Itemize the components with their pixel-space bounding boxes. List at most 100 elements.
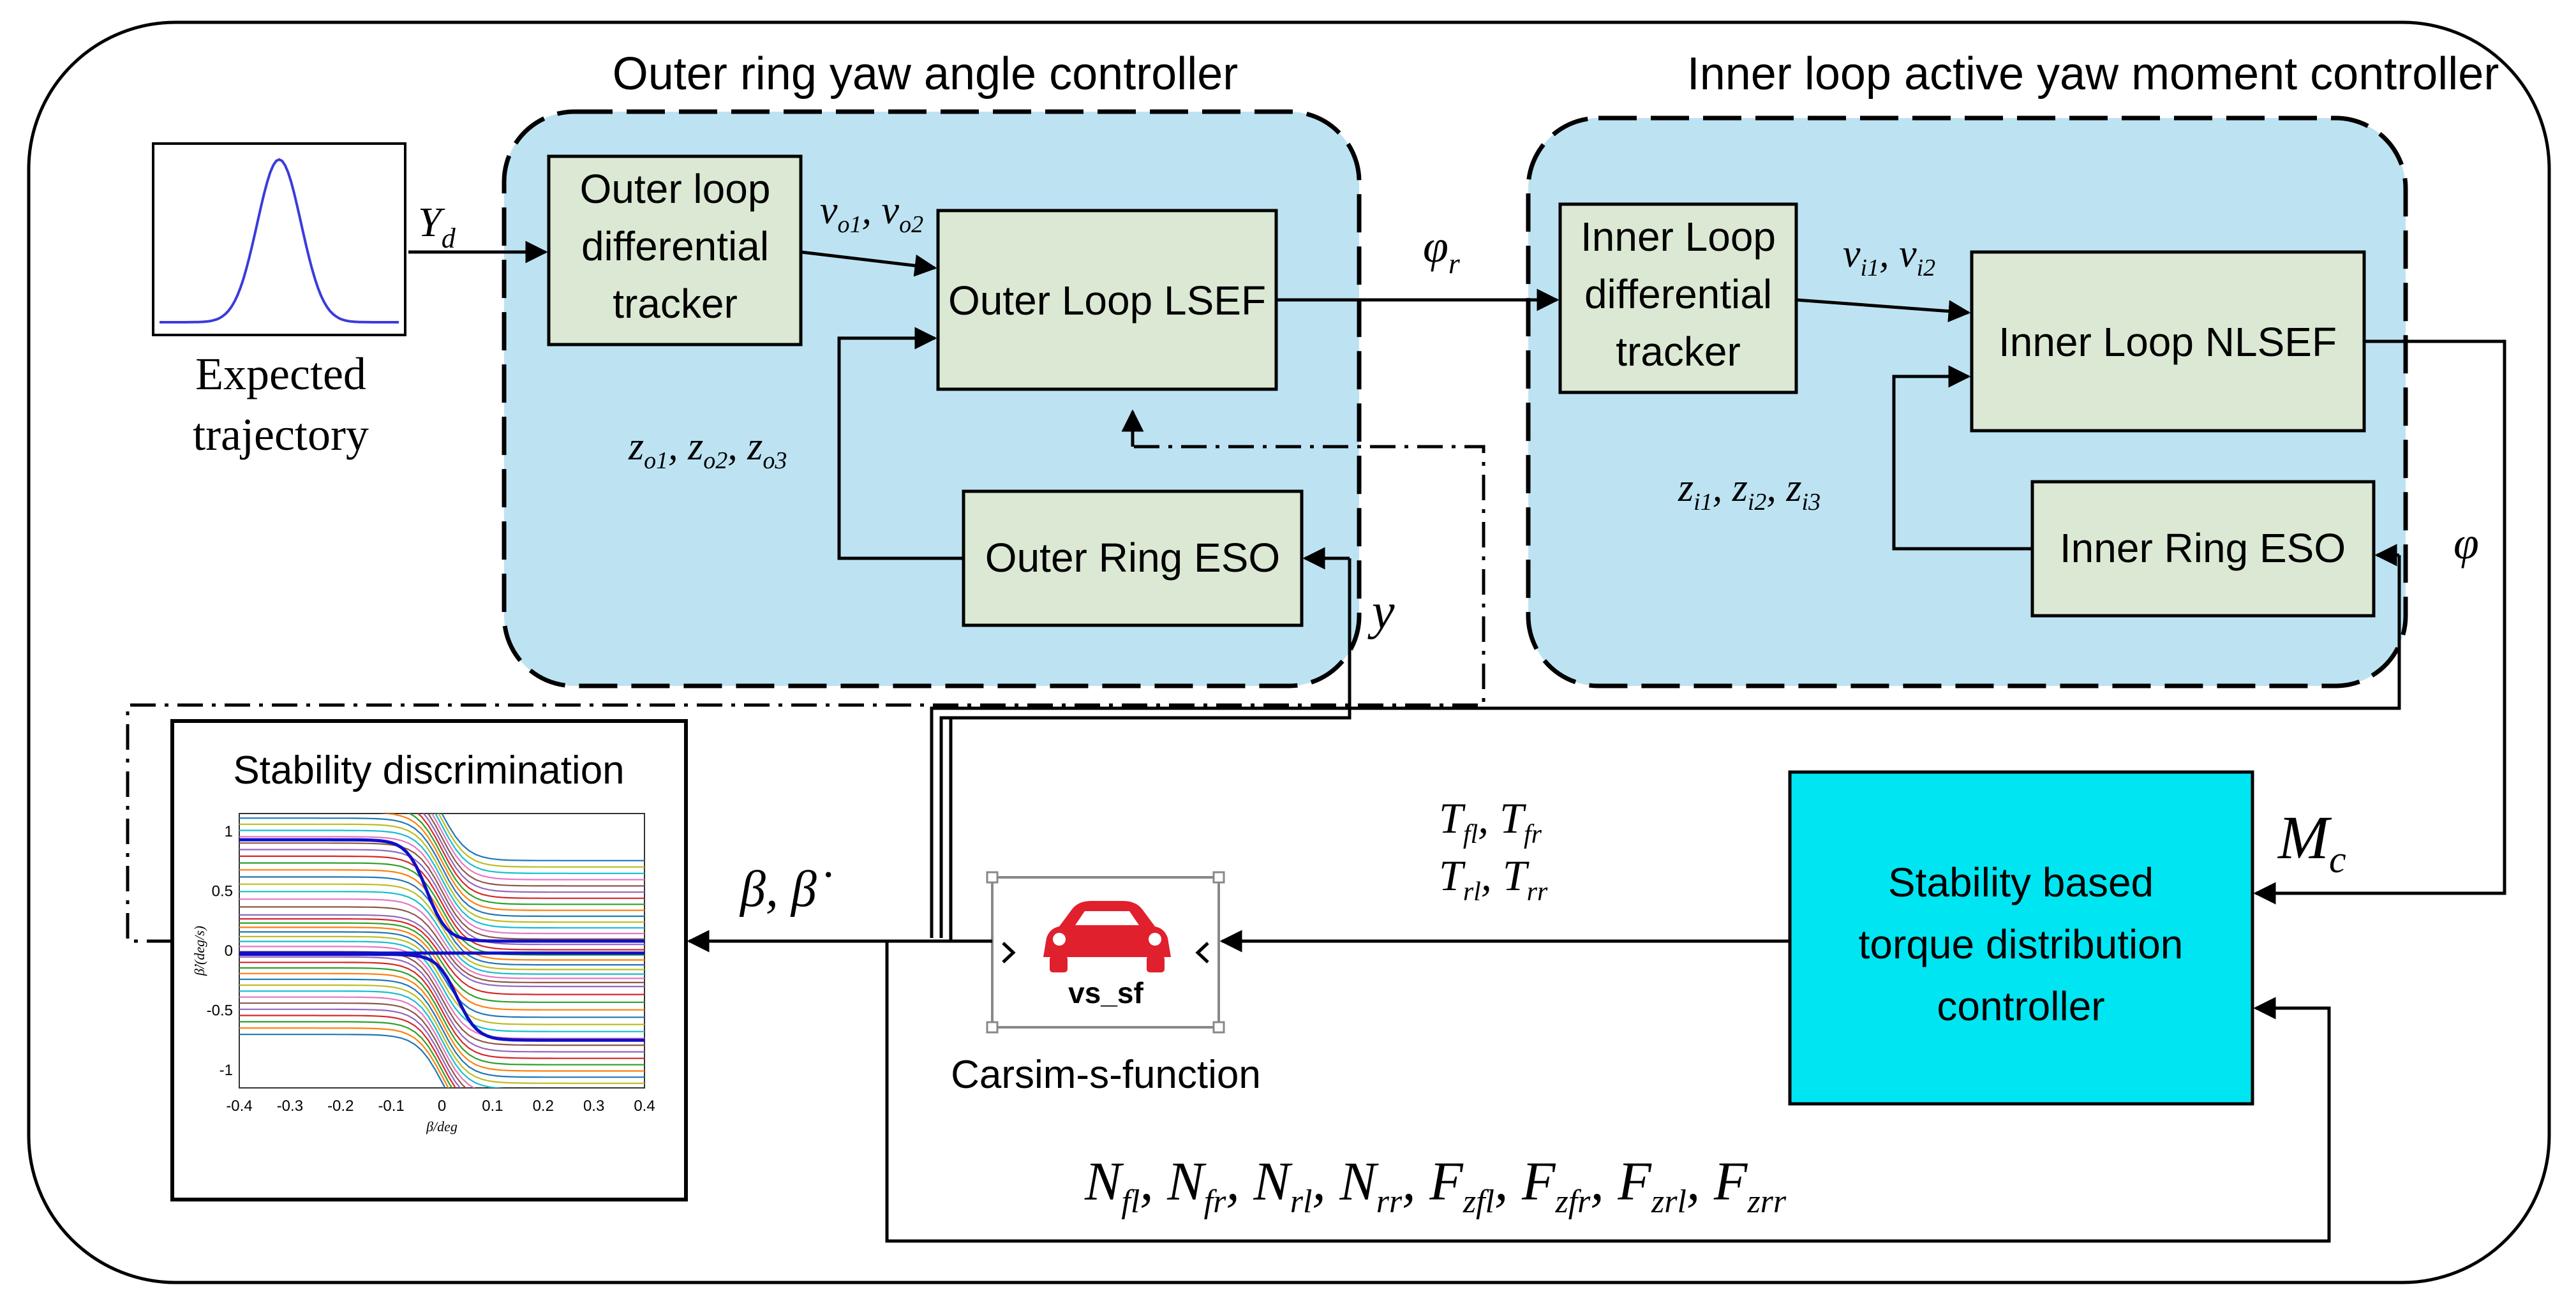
phase-trajectory (239, 931, 644, 1018)
inner-eso-label: Inner Ring ESO (2060, 525, 2346, 571)
phase-trajectory (441, 814, 644, 861)
carsim-label: Carsim-s-function (951, 1053, 1261, 1097)
distribution-line-2: torque distribution (1859, 921, 2184, 967)
phase-trajectory (239, 972, 644, 1072)
phase-trajectory (239, 922, 644, 1003)
phase-trajectory (427, 814, 644, 887)
phase-trajectory (378, 814, 644, 911)
x-tick-label: -0.1 (378, 1097, 404, 1115)
zi-label: zi1, zi2, zi3 (1678, 466, 1820, 516)
distribution-line-3: controller (1937, 983, 2104, 1029)
phase-trajectory (239, 984, 644, 1084)
vi-label: vi1, vi2 (1843, 232, 1935, 281)
phase-trajectory (239, 891, 644, 975)
phase-trajectory (239, 842, 644, 940)
outer-differential-tracker-block (547, 154, 803, 346)
inner-nlsef-block (1970, 250, 2366, 433)
x-tick-label: 0.1 (482, 1097, 503, 1115)
outer-td-line-1: Outer loop (580, 166, 771, 212)
zo-line (837, 327, 964, 560)
outer-td-line-2: differential (581, 223, 769, 269)
x-tick-label: -0.3 (277, 1097, 303, 1115)
phase-trajectory (239, 849, 644, 946)
outer-td-line-3: tracker (613, 281, 738, 327)
phase-trajectory (239, 978, 644, 1078)
phase-trajectory (239, 823, 644, 923)
phase-trajectory (239, 962, 644, 1059)
outer-frame (27, 20, 2551, 1284)
phase-trajectory (239, 935, 644, 1025)
phi-line (930, 664, 2401, 938)
x-tick-label: 0.4 (634, 1097, 655, 1115)
phase-trajectory (422, 814, 644, 893)
y-tick-label: -1 (220, 1062, 233, 1079)
expected-trajectory-caption-2: trajectory (193, 409, 369, 460)
beta-label: β, β̇ (739, 861, 831, 918)
phase-trajectory (239, 967, 644, 1066)
y-line (939, 695, 1351, 938)
phase-trajectory (239, 1008, 461, 1088)
outer-eso-block (962, 489, 1304, 627)
y-tick-label: -0.5 (207, 1002, 233, 1019)
inner-nlsef-label: Inner Loop NLSEF (1999, 319, 2337, 365)
phi-r-label: φr (1423, 221, 1461, 279)
phase-trajectory (239, 996, 476, 1088)
phase-trajectory (239, 990, 506, 1088)
torque-label-line-1: Tfl, Tfr (1439, 794, 1542, 849)
car-icon (1043, 901, 1171, 972)
phase-trajectory (239, 883, 644, 970)
stability-boundary-curve (239, 838, 644, 943)
phase-trajectory (239, 906, 644, 983)
phase-trajectory (239, 898, 644, 979)
outer-eso-label: Outer Ring ESO (985, 535, 1280, 581)
y-tick-label: 1 (225, 823, 233, 840)
phase-trajectory (435, 814, 644, 874)
carsim-icon-text: vs_sf (1068, 976, 1143, 1009)
phase-trajectory (239, 918, 644, 995)
x-axis-label: β/deg (426, 1119, 458, 1134)
inner-controller-title: Inner loop active yaw moment controller (1687, 48, 2499, 100)
torque-distribution-controller-block (1788, 770, 2254, 1106)
phase-trajectory (239, 946, 644, 1039)
stability-dashdot-line (126, 445, 1485, 943)
y-tick-label: 0.5 (212, 883, 233, 900)
stability-discrimination-title: Stability discrimination (233, 748, 624, 792)
phase-trajectory (438, 814, 644, 868)
phase-trajectory (239, 1002, 467, 1088)
phase-trajectory (239, 1021, 453, 1088)
mc-label: Mc (2277, 803, 2346, 881)
expected-trajectory-caption-1: Expected (195, 348, 366, 399)
inner-eso-block (2030, 480, 2376, 618)
phase-trajectory (239, 956, 644, 1053)
x-tick-label: 0 (438, 1097, 446, 1115)
phase-trajectory (239, 829, 644, 929)
nf-label: Nfl, Nfr, Nrl, Nrr, Fzfl, Fzfr, Fzrl, Fz… (1084, 1150, 1787, 1220)
inner-td-line-2: differential (1584, 271, 1772, 317)
phase-trajectory (239, 1015, 457, 1088)
x-tick-label: -0.4 (226, 1097, 252, 1115)
y-axis-label: β̇/(deg/s) (191, 926, 207, 976)
torque-label-line-2: Trl, Trr (1439, 851, 1548, 907)
zo-label: zo1, zo2, zo3 (628, 425, 787, 474)
phase-trajectory (417, 814, 644, 899)
inner-td-line-1: Inner Loop (1581, 214, 1776, 260)
phase-trajectory (239, 855, 644, 951)
x-tick-label: -0.2 (327, 1097, 354, 1115)
phase-trajectory (408, 814, 644, 905)
vo-label: vo1, vo2 (820, 189, 923, 238)
vi-line (1796, 298, 1971, 323)
phase-trajectory (239, 836, 644, 935)
x-tick-label: 0.3 (583, 1097, 604, 1115)
outer-lsef-label: Outer Loop LSEF (948, 278, 1266, 323)
phase-trajectory (239, 1034, 446, 1088)
mc-line (2253, 339, 2506, 905)
phase-trajectory (239, 817, 644, 918)
expected-trajectory-plot (152, 142, 406, 336)
phase-trajectory (239, 862, 644, 956)
phase-trajectory (239, 869, 644, 961)
y-label: y (1367, 584, 1395, 640)
phase-trajectory (239, 940, 644, 1032)
vo-line (800, 250, 937, 277)
